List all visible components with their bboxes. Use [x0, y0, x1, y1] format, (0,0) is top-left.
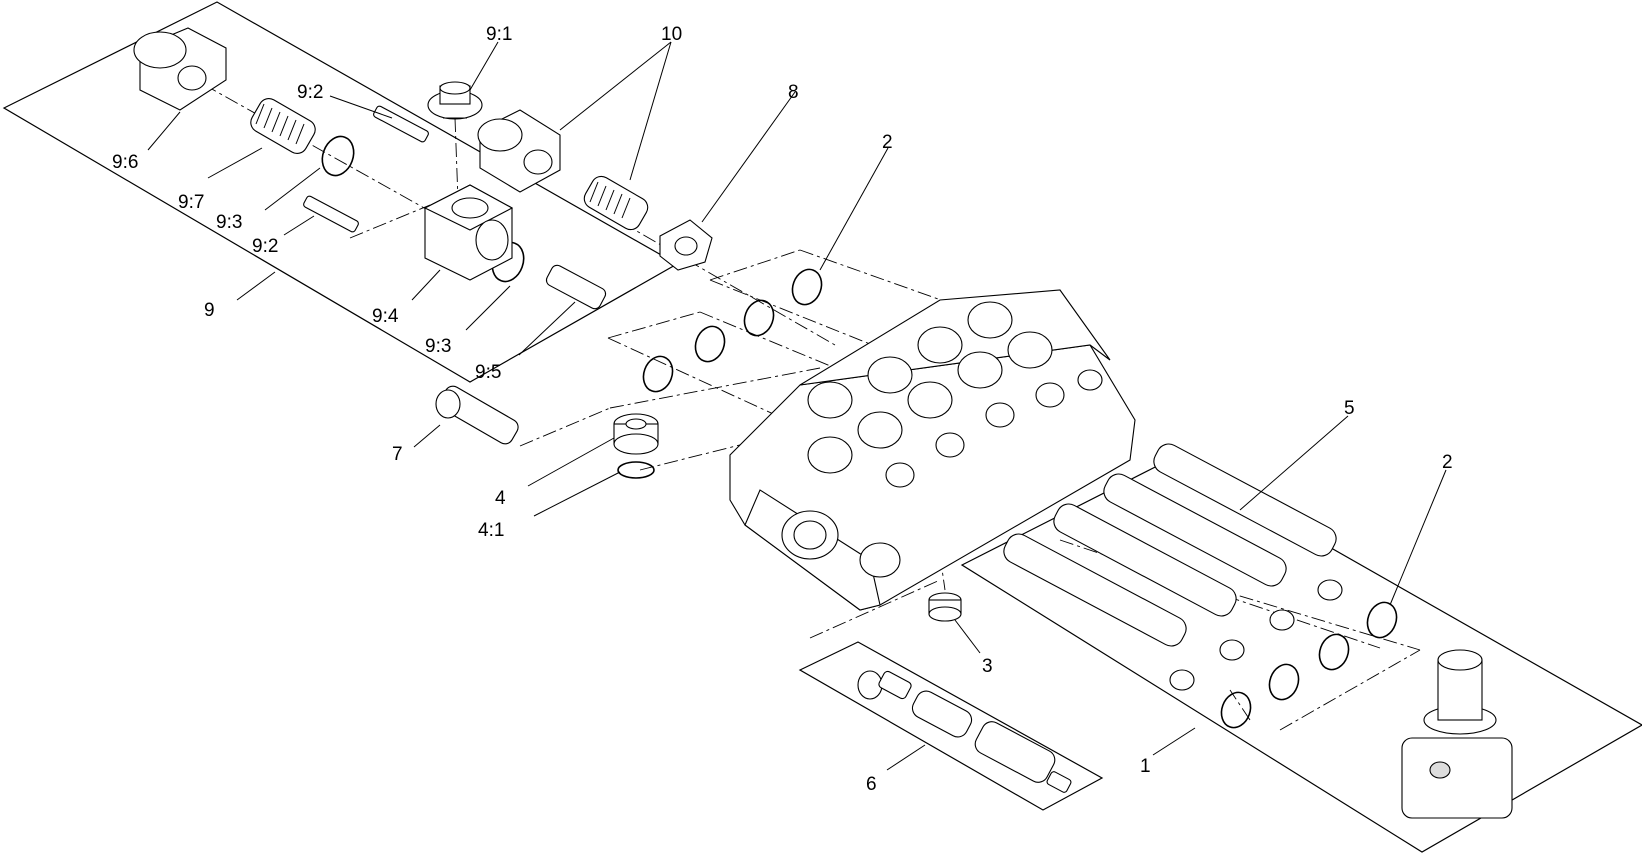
group-6-outline — [798, 641, 1104, 811]
callout-9-6: 9:6 — [112, 152, 138, 173]
callout-labels: 9:1 10 8 2 9:2 9:6 9:7 9:3 9:2 9 9:4 9:3… — [112, 24, 1453, 795]
callout-7: 7 — [392, 444, 403, 465]
part-4-1-oring — [617, 461, 655, 479]
part-2-oring-f — [1318, 633, 1350, 671]
part-7-cartridge — [435, 385, 519, 445]
part-9-2-bolts — [303, 105, 429, 233]
part-9-3-oring-top — [321, 135, 355, 177]
callout-9-1: 9:1 — [486, 24, 512, 45]
part-2-oring-c — [694, 325, 726, 363]
valve-body — [729, 289, 1136, 611]
leader-lines — [147, 41, 1447, 771]
callout-9-5: 9:5 — [475, 362, 501, 383]
callout-9-3-top: 9:3 — [216, 212, 242, 233]
callout-9-2-bottom: 9:2 — [252, 236, 278, 257]
callout-5: 5 — [1344, 398, 1355, 419]
part-10-housing — [477, 109, 561, 193]
callout-2-top: 2 — [882, 132, 893, 153]
part-10-spring — [583, 175, 649, 231]
callout-6: 6 — [866, 774, 877, 795]
part-9-6-flange — [133, 27, 227, 111]
part-8-gasket — [659, 219, 713, 271]
callout-4-1: 4:1 — [478, 520, 504, 541]
callout-9-7: 9:7 — [178, 192, 204, 213]
part-2-oring-a — [791, 268, 823, 306]
part-3-plug — [928, 592, 962, 622]
part-9-1-cap — [427, 81, 483, 120]
control-handle — [1401, 649, 1513, 819]
part-2-oring-d — [642, 355, 674, 393]
part-2-oring-h — [1220, 691, 1252, 729]
group-9-outline — [2, 1, 679, 383]
callout-1: 1 — [1140, 756, 1151, 777]
group-1-outline — [960, 457, 1642, 853]
callout-2-right: 2 — [1442, 452, 1453, 473]
callout-8: 8 — [788, 82, 799, 103]
callout-9-3-bottom: 9:3 — [425, 336, 451, 357]
part-9-4-block — [423, 184, 514, 281]
part-2-oring-b — [743, 299, 775, 337]
part-5-spools — [1003, 443, 1343, 691]
callout-4: 4 — [495, 488, 506, 509]
part-2-oring-e — [1366, 601, 1398, 639]
part-9-7-spring — [250, 98, 316, 154]
part-6-assembly — [857, 670, 1072, 793]
callout-9: 9 — [204, 300, 215, 321]
callout-10: 10 — [661, 24, 682, 45]
callout-9-2-top: 9:2 — [297, 82, 323, 103]
part-4-plug — [613, 413, 659, 455]
part-2-oring-g — [1268, 663, 1300, 701]
part-9-5-plunger — [545, 264, 607, 310]
callout-9-4: 9:4 — [372, 306, 399, 327]
callout-3: 3 — [982, 656, 993, 677]
